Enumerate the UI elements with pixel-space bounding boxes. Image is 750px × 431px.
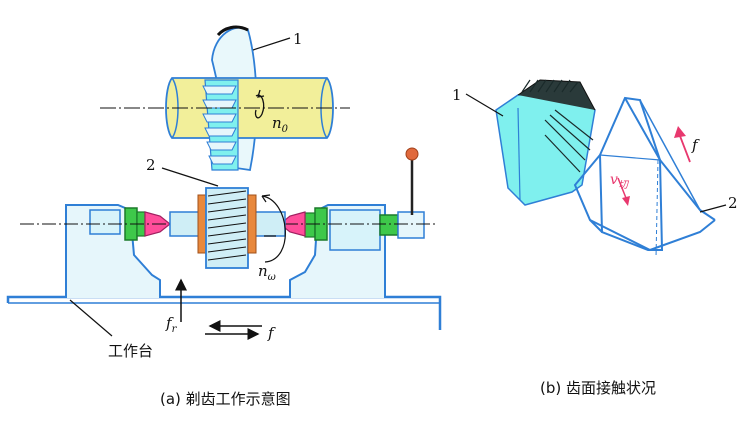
cutter-speed-label: n0 [272, 114, 289, 135]
worktable-label: 工作台 [108, 342, 153, 360]
gear-speed-label: nω [258, 262, 276, 283]
caption-b: (b) 齿面接触状况 [540, 379, 656, 397]
radial-feed-label: fr [165, 314, 178, 335]
caption-a: (a) 剃齿工作示意图 [160, 390, 291, 408]
leader-line-b1 [465, 93, 504, 117]
feed-label-b: f [691, 136, 700, 154]
diagram-b-tooth-contact: 1 2 f v切 (b) 齿面接触状况 [452, 79, 738, 397]
worktable-icon [6, 295, 442, 330]
label-2-gear: 2 [146, 156, 156, 174]
label-b-1-cutter: 1 [452, 86, 462, 104]
cutter-tooth-icon [495, 79, 596, 206]
shaving-cutter-icon [100, 25, 350, 172]
leader-line-2 [161, 167, 219, 187]
feed-direction-arrow [674, 126, 691, 163]
leader-line-b2 [699, 204, 727, 213]
label-b-2-gear: 2 [728, 194, 738, 212]
label-1-cutter: 1 [293, 30, 303, 48]
leader-line-1 [252, 37, 291, 51]
diagram-a-shaving-setup: 1 2 n0 nω fr f 工作台 (a) 剃齿工作示意图 [6, 25, 442, 408]
cutting-velocity-label: v切 [610, 172, 630, 191]
leader-line-table [69, 299, 113, 337]
feed-arrows [205, 320, 262, 340]
gear-tooth-outline-icon [573, 96, 716, 259]
right-tailstock [279, 147, 425, 298]
workpiece-gear-icon [169, 187, 286, 269]
feed-label: f [267, 324, 276, 342]
cutting-velocity-arrow [617, 177, 630, 206]
left-tailstock [65, 204, 171, 298]
